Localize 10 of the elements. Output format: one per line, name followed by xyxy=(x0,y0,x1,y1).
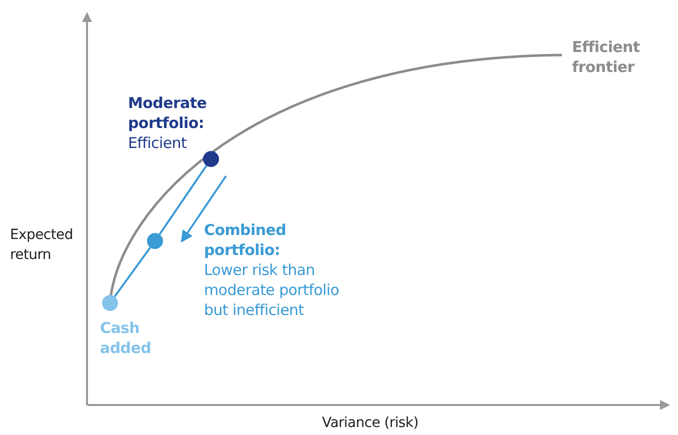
axis-title: Expected return xyxy=(10,226,74,265)
point-heading: Moderate portfolio: xyxy=(128,93,208,133)
curve-label: Efficient frontier xyxy=(572,37,641,77)
connector-line xyxy=(158,165,208,235)
connector-line xyxy=(114,246,152,298)
point-description: Lower risk than moderate portfolio but inefficient xyxy=(204,260,340,320)
point-heading: Combined portfolio: xyxy=(204,220,288,260)
point-description: Efficient xyxy=(128,133,188,153)
point-heading: Cash added xyxy=(100,318,152,358)
axis-title: Variance (risk) xyxy=(322,414,420,433)
